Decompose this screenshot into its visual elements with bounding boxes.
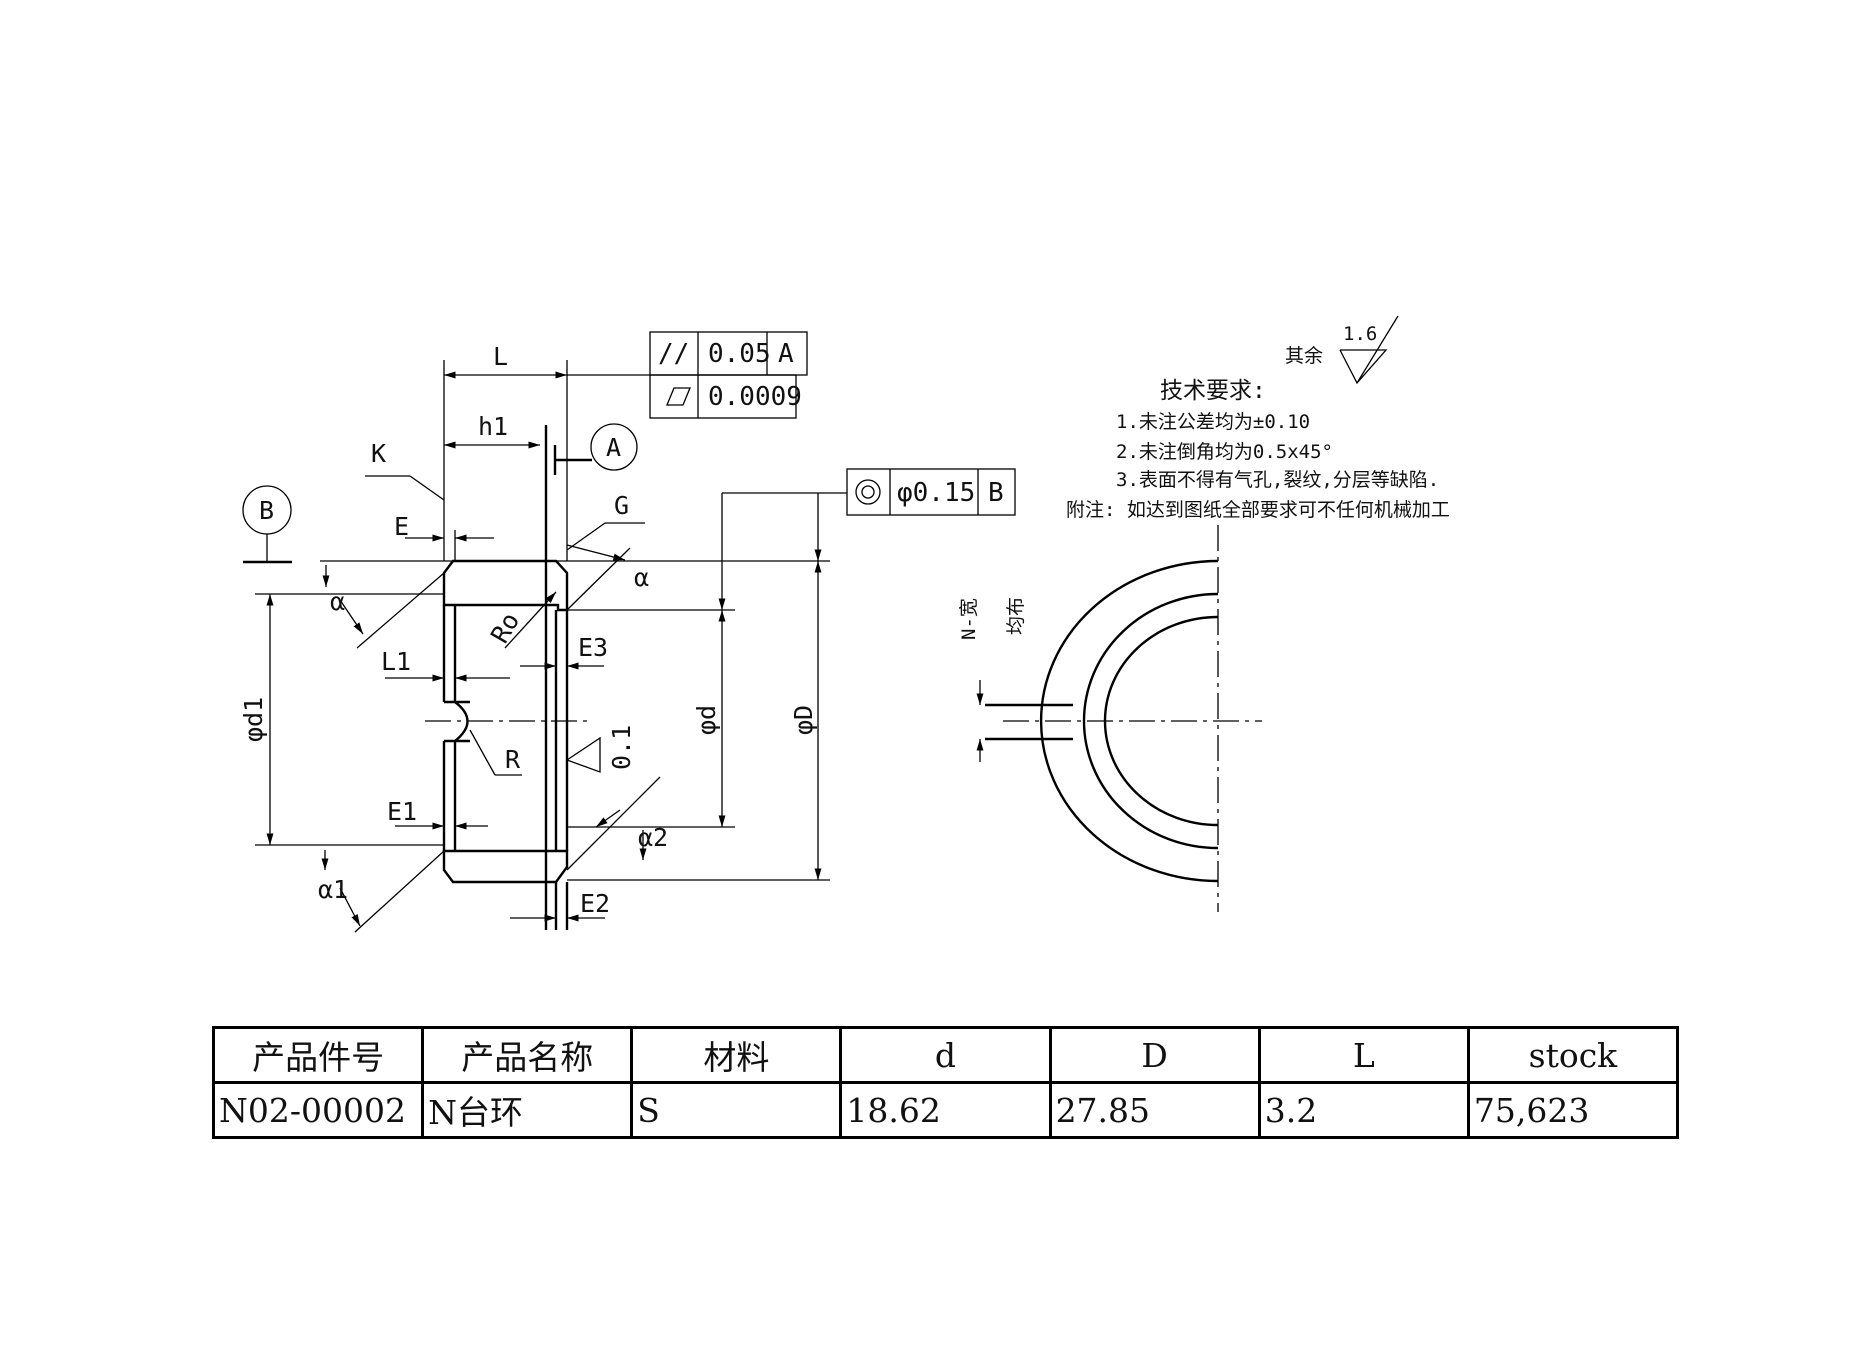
dim-E1: E1 (387, 797, 417, 826)
header-D: D (1048, 1026, 1261, 1084)
cell-stock: 75,623 (1466, 1081, 1680, 1139)
dim-phi-d1: φd1 (239, 697, 268, 742)
dim-Ro: Ro (485, 607, 525, 648)
cell-product-name: N台环 (421, 1081, 634, 1139)
dim-alpha1: α1 (318, 875, 348, 904)
parallelism-datum: A (778, 339, 794, 369)
header-stock: stock (1466, 1026, 1680, 1084)
dim-taper: 0.1 (607, 725, 636, 770)
tech-req-item-2: 2.未注倒角均为0.5x45° (1116, 441, 1333, 463)
tech-req-title: 技术要求: (1160, 378, 1266, 404)
parallelism-symbol: // (658, 339, 689, 369)
tech-req-note: 附注: 如达到图纸全部要求可不任何机械加工 (1066, 499, 1450, 521)
dim-h1: h1 (478, 412, 508, 441)
parallelism-value: 0.05 (708, 339, 771, 369)
fcf-flatness: 0.0009 (649, 374, 802, 419)
concentricity-icon (855, 479, 881, 505)
surface-finish-icon (1339, 315, 1399, 385)
slot-width-label: N-宽 (958, 598, 980, 640)
datum-B: B (259, 496, 274, 525)
lower-abrasive-section (442, 849, 569, 884)
concentricity-datum: B (988, 478, 1004, 508)
dim-K: K (371, 439, 386, 468)
tech-requirements: 技术要求: 1.未注公差均为±0.10 2.未注倒角均为0.5x45° 3.表面… (1066, 378, 1450, 521)
surface-finish-prefix: 其余 (1285, 345, 1323, 367)
dim-E3: E3 (578, 633, 608, 662)
table-row: N02-00002 N台环 S 18.62 27.85 3.2 75,623 (211, 1081, 1680, 1139)
header-L: L (1257, 1026, 1470, 1084)
cell-D: 27.85 (1048, 1081, 1261, 1139)
datum-A: A (606, 433, 621, 462)
fcf-concentricity: φ0.15 B (722, 468, 1016, 516)
flatness-icon (666, 387, 691, 406)
dim-E2: E2 (580, 889, 610, 918)
dim-E: E (394, 512, 409, 541)
cell-d: 18.62 (839, 1081, 1052, 1139)
dim-G: G (614, 491, 629, 520)
surface-finish: 其余 1.6 (1285, 315, 1399, 385)
tech-req-item-1: 1.未注公差均为±0.10 (1116, 411, 1310, 433)
dim-R: R (505, 745, 521, 774)
fcf-parallelism: // 0.05 A (649, 331, 808, 376)
dim-alpha-left: α (330, 587, 345, 616)
dim-L: L (493, 342, 508, 371)
flatness-value: 0.0009 (708, 382, 802, 412)
cell-L: 3.2 (1257, 1081, 1470, 1139)
cell-part-no: N02-00002 (211, 1081, 425, 1139)
dim-alpha2: α2 (638, 823, 668, 852)
dim-phi-D: φD (789, 705, 818, 735)
table-header-row: 产品件号 产品名称 材料 d D L stock (211, 1026, 1680, 1084)
header-product-name: 产品名称 (421, 1026, 634, 1084)
concentricity-value: φ0.15 (897, 478, 975, 508)
dim-alpha-right: α (634, 563, 649, 592)
tech-req-item-3: 3.表面不得有气孔,裂纹,分层等缺陷. (1116, 469, 1439, 491)
side-view: N-宽 均布 (958, 525, 1262, 912)
dim-phi-d: φd (692, 705, 721, 735)
spec-table: 产品件号 产品名称 材料 d D L stock N02-00002 N台环 S… (211, 1026, 1680, 1139)
distribution-label: 均布 (1005, 597, 1027, 635)
dim-L1: L1 (381, 647, 411, 676)
header-d: d (839, 1026, 1052, 1084)
upper-abrasive-section (442, 559, 569, 612)
cross-section-view: L h1 A K E G α B (239, 342, 830, 933)
header-part-no: 产品件号 (211, 1026, 425, 1084)
cell-material: S (630, 1081, 843, 1139)
surface-finish-value: 1.6 (1343, 323, 1377, 345)
header-material: 材料 (630, 1026, 843, 1084)
